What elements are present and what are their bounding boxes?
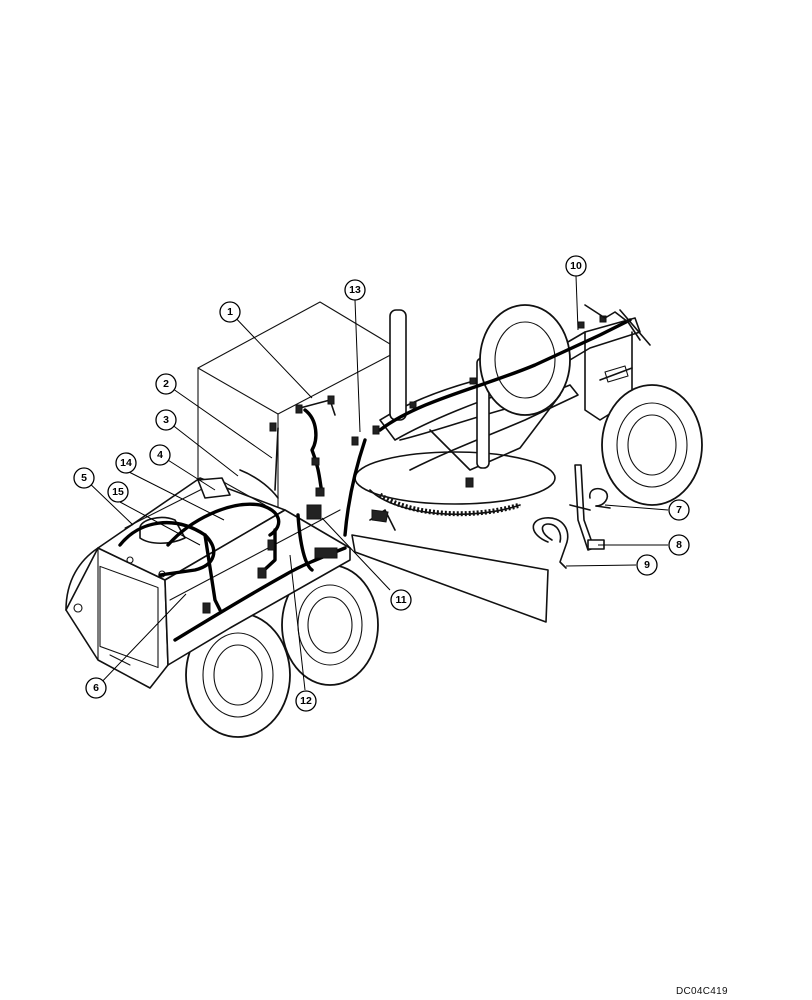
callout-6: 6 [85,677,107,699]
svg-text:4: 4 [157,449,163,461]
callout-12: 12 [295,690,317,712]
svg-text:8: 8 [676,539,682,551]
svg-text:7: 7 [676,504,682,516]
svg-text:3: 3 [163,414,169,426]
svg-text:14: 14 [120,457,132,469]
svg-text:11: 11 [395,594,406,606]
callout-leaders [83,275,669,691]
svg-text:6: 6 [93,682,99,694]
front-wheel-rear [479,304,571,416]
front-wheel-front [601,384,703,506]
svg-text:12: 12 [300,695,312,707]
loose-parts [532,464,611,569]
svg-text:2: 2 [163,378,169,390]
svg-text:10: 10 [570,260,582,272]
callout-7: 7 [668,499,690,521]
wiring-harnesses [118,304,651,642]
callout-2: 2 [155,373,177,395]
callout-5: 5 [73,467,95,489]
svg-text:15: 15 [112,486,124,498]
svg-text:9: 9 [644,559,650,571]
callout-9: 9 [636,554,658,576]
callout-8: 8 [668,534,690,556]
callout-13: 13 [344,279,366,301]
callout-15: 15 [107,481,129,503]
callout-14: 14 [115,452,137,474]
callout-4: 4 [149,444,171,466]
callout-1: 1 [219,301,241,323]
callout-11: 11 [390,589,412,611]
svg-text:5: 5 [81,472,87,484]
svg-text:1: 1 [227,306,233,318]
figure-reference-code: DC04C419 [676,986,728,997]
front-frame [351,309,641,623]
callout-3: 3 [155,409,177,431]
callout-10: 10 [565,255,587,277]
svg-text:13: 13 [349,284,361,296]
